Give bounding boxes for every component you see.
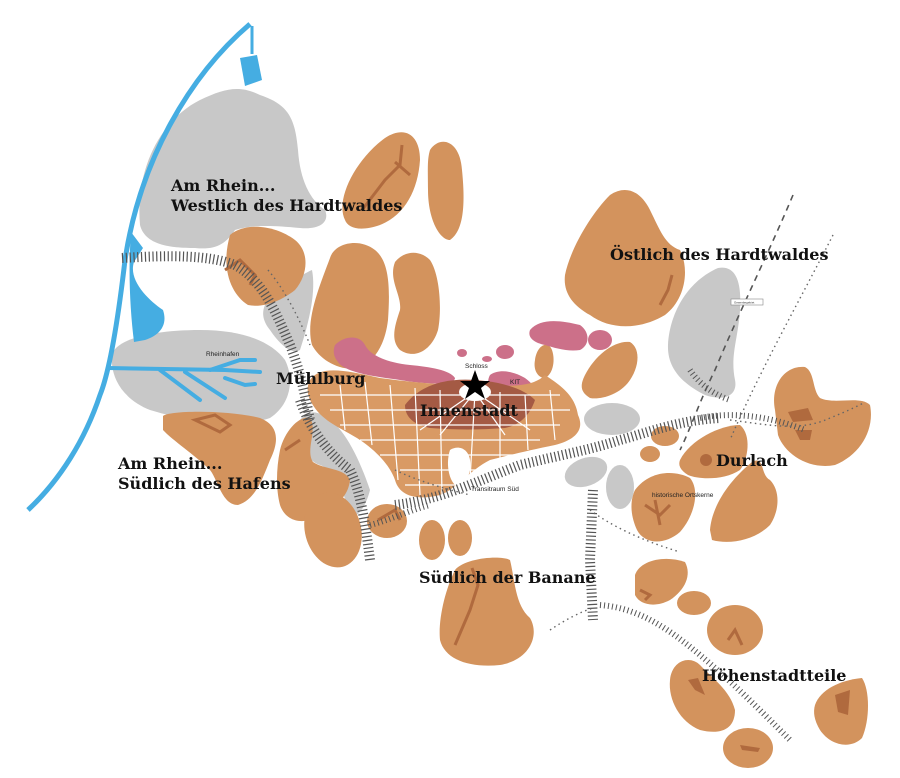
rail-durlach-loop bbox=[729, 401, 866, 427]
district-east-small bbox=[534, 344, 554, 378]
area-west-hardtwald bbox=[139, 88, 327, 249]
district-n-big bbox=[427, 141, 464, 240]
institution-small-1 bbox=[457, 349, 467, 357]
water-features bbox=[26, 22, 262, 512]
area-rheinhafen bbox=[111, 330, 290, 424]
corridor-south-east bbox=[599, 602, 793, 743]
label-rheinhafen: Rheinhafen bbox=[206, 351, 240, 358]
label-south-harbor-line2: Südlich des Hafens bbox=[118, 474, 291, 493]
corridor-transitraum-sued bbox=[394, 413, 721, 510]
star-icon bbox=[460, 370, 490, 399]
street-grid bbox=[320, 381, 570, 496]
corridor-west bbox=[121, 251, 315, 421]
district-durlach bbox=[679, 425, 748, 479]
district-center-north-1 bbox=[310, 243, 389, 369]
label-muehlburg: Mühlburg bbox=[276, 369, 366, 388]
district-core-blocks bbox=[688, 408, 850, 752]
label-west-hardtwald-line1: Am Rhein... bbox=[170, 176, 275, 195]
label-west-hardtwald-line2: Westlich des Hardtwaldes bbox=[170, 196, 402, 215]
district-south-banana bbox=[439, 557, 534, 666]
institution-east-small bbox=[588, 330, 612, 350]
rheinhafen-basins bbox=[106, 358, 262, 402]
area-gewerbegebiet bbox=[667, 267, 741, 398]
institution-north-east bbox=[529, 321, 588, 351]
corridor-east bbox=[699, 412, 807, 433]
innenstadt-ring bbox=[405, 379, 535, 430]
district-historic-cores bbox=[631, 473, 696, 542]
district-south-oval-1 bbox=[304, 492, 362, 568]
label-kit: KIT bbox=[510, 379, 520, 386]
rail-banana bbox=[549, 607, 594, 631]
label-transitraum-sued: Transitraum Süd bbox=[471, 486, 519, 493]
rail-lines bbox=[267, 194, 866, 631]
corridor-vertical bbox=[584, 489, 598, 621]
region-labels: Am Rhein... Westlich des Hardtwaldes Öst… bbox=[117, 176, 846, 685]
rail-far-east bbox=[729, 234, 834, 441]
label-east-hardtwald: Östlich des Hardtwaldes bbox=[610, 244, 828, 264]
area-gray-oval-2 bbox=[564, 456, 608, 488]
label-durlach: Durlach bbox=[716, 451, 788, 470]
district-far-east bbox=[774, 366, 871, 466]
area-small-gray-2 bbox=[298, 412, 370, 517]
institution-small-3 bbox=[496, 345, 514, 359]
label-historische-ortskerne: historische Ortskerne bbox=[652, 492, 714, 499]
district-center-north-2 bbox=[393, 252, 440, 354]
label-schloss: Schloss bbox=[465, 363, 489, 370]
district-south-oval-2 bbox=[367, 504, 407, 538]
rail-north-east bbox=[679, 194, 794, 451]
district-west-1 bbox=[226, 226, 306, 306]
district-shapes bbox=[163, 132, 871, 768]
corridor-north-east bbox=[687, 368, 732, 403]
label-south-harbor-line1: Am Rhein... bbox=[117, 454, 222, 473]
area-small-gray-1 bbox=[263, 270, 314, 352]
label-innenstadt: Innenstadt bbox=[420, 401, 519, 420]
label-south-banana: Südlich der Banane bbox=[419, 568, 596, 587]
oxbow-lake bbox=[129, 232, 165, 342]
area-gray-oval-1 bbox=[584, 403, 640, 435]
district-hill-2 bbox=[677, 591, 711, 615]
district-south-harbor bbox=[163, 411, 276, 505]
district-south-oval-4 bbox=[448, 520, 472, 556]
district-durlach-south bbox=[710, 460, 778, 542]
label-gewerbegebiet-box: Gewerbegebiet bbox=[730, 298, 764, 306]
district-south-oval-3 bbox=[419, 520, 445, 560]
district-east-2 bbox=[581, 341, 638, 399]
institution-small-2 bbox=[482, 356, 492, 362]
place-labels: Schloss KIT Rheinhafen Transitraum Süd h… bbox=[206, 298, 764, 499]
district-durlach-north-2 bbox=[640, 446, 660, 462]
institution-north-west bbox=[333, 337, 455, 384]
district-durlach-north-1 bbox=[651, 426, 679, 446]
schloss-landmark bbox=[460, 370, 490, 399]
area-gray-oval-3 bbox=[606, 465, 634, 509]
rhine-river bbox=[26, 22, 252, 512]
transit-corridors bbox=[121, 251, 807, 743]
district-east-hardtwald bbox=[564, 190, 685, 327]
district-hill-4 bbox=[669, 660, 735, 732]
city-park bbox=[447, 447, 471, 485]
city-center bbox=[307, 370, 581, 498]
label-hill-districts: Höhenstadtteile bbox=[702, 666, 846, 685]
open-land-areas bbox=[111, 88, 741, 517]
district-cores bbox=[190, 144, 744, 646]
label-gewerbegebiet: Gewerbegebiet bbox=[734, 301, 755, 305]
harbor-basin-north bbox=[240, 55, 262, 86]
